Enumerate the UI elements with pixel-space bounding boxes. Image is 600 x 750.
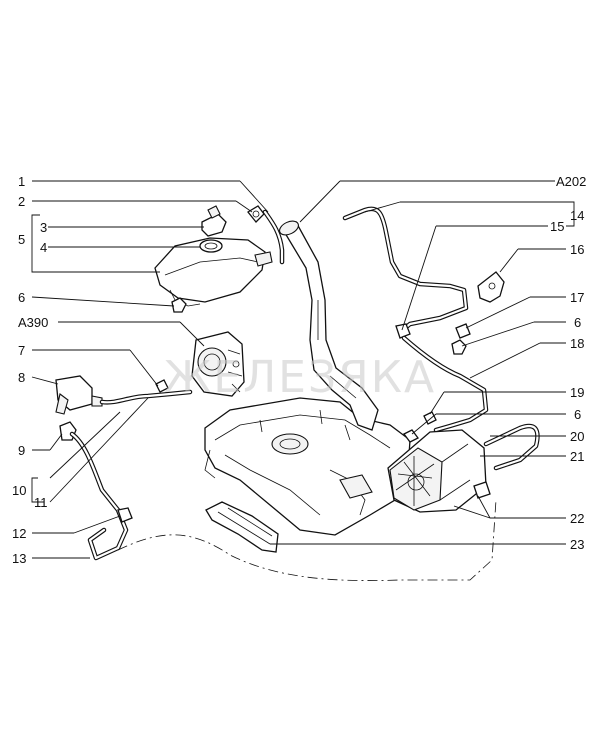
clamp-7 (155, 379, 169, 393)
callout-a202: A202 (556, 174, 586, 189)
seal-ring (199, 239, 223, 253)
callout-5: 5 (18, 232, 25, 247)
callout-9: 9 (18, 443, 25, 458)
hose-11 (99, 389, 193, 405)
callout-11: 11 (34, 495, 48, 510)
hose-18 (401, 335, 489, 433)
hose-13 (69, 431, 129, 561)
leader-lines (31, 180, 575, 559)
solenoid-valve (55, 375, 103, 415)
callout-23: 23 (570, 537, 584, 552)
callout-8: 8 (18, 370, 25, 385)
hose-20 (483, 423, 540, 471)
fuel-tank (204, 397, 411, 536)
throttle-body (191, 331, 245, 397)
connector-12 (117, 507, 133, 523)
nut-6-right-a (451, 339, 467, 355)
callout-16: 16 (570, 242, 584, 257)
nut-6-right-b (403, 429, 419, 443)
callout-20: 20 (570, 429, 584, 444)
vapor-line-13 (117, 499, 497, 581)
callout-4: 4 (40, 240, 47, 255)
carbon-canister (387, 429, 487, 513)
bracket-16 (477, 271, 505, 303)
callout-2: 2 (18, 194, 25, 209)
callout-14: 14 (570, 208, 584, 223)
callout-labels: 1 2 3 5 4 6 A390 7 8 9 10 11 12 13 A202 … (12, 174, 586, 566)
heat-shield (205, 501, 279, 553)
callout-17: 17 (570, 290, 584, 305)
nut-6-left (171, 297, 187, 313)
callout-15: 15 (550, 219, 564, 234)
callout-13: 13 (12, 551, 26, 566)
hose-1 (262, 209, 285, 265)
callout-22: 22 (570, 511, 584, 526)
callout-a390: A390 (18, 315, 48, 330)
watermark: ЖЕЛЕЗЯКА (164, 352, 436, 403)
callout-19: 19 (570, 385, 584, 400)
clip-17 (455, 323, 471, 339)
clamp-15 (395, 323, 411, 339)
callout-3: 3 (40, 220, 47, 235)
callout-10: 10 (12, 483, 26, 498)
callout-12: 12 (12, 526, 26, 541)
callout-6-left: 6 (18, 290, 25, 305)
callout-18: 18 (570, 336, 584, 351)
filler-neck (279, 220, 379, 431)
callout-7: 7 (18, 343, 25, 358)
clamp-2 (247, 205, 265, 223)
expansion-tank-cap (201, 205, 227, 237)
callout-6-right-a: 6 (574, 315, 581, 330)
callout-6-right-b: 6 (574, 407, 581, 422)
callout-21: 21 (570, 449, 584, 464)
expansion-tank (154, 237, 273, 307)
callout-1: 1 (18, 174, 25, 189)
connector-22 (473, 481, 491, 499)
hose-14 (342, 206, 469, 335)
